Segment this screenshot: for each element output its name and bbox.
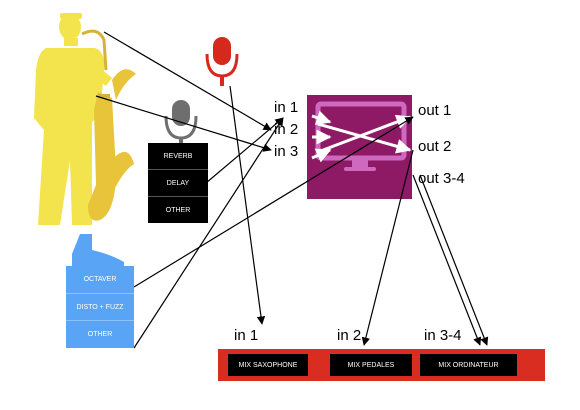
computer-input-1-label: in 1 <box>274 99 299 116</box>
wire-mic-to-mix-in1 <box>229 85 266 325</box>
effect-reverb-label: REVERB <box>148 143 208 170</box>
mixer-input-34-label: in 3-4 <box>424 327 462 344</box>
pedal-octaver-label: OCTAVER <box>66 266 134 294</box>
mixer-input-2-label: in 2 <box>337 327 362 344</box>
computer-input-3-label: in 3 <box>274 143 299 160</box>
mixer-board: MIX SAXOPHONE MIX PEDALES MIX ORDINATEUR <box>218 349 545 381</box>
signal-wires <box>95 31 489 349</box>
pedal-disto-fuzz-label: DISTO + FUZZ <box>66 294 134 322</box>
mix-saxophone-channel: MIX SAXOPHONE <box>228 354 308 376</box>
saxophone-icon <box>81 29 136 221</box>
mix-ordinateur-channel: MIX ORDINATEUR <box>420 354 517 376</box>
effect-other-label: OTHER <box>165 206 191 214</box>
computer-output-2-label: out 2 <box>418 138 452 155</box>
computer-input-2-label: in 2 <box>274 121 299 138</box>
computer-output-34-label: out 3-4 <box>418 170 465 187</box>
mix-pedales-channel: MIX PEDALES <box>330 354 412 376</box>
saxophonist-figure <box>34 13 112 225</box>
effect-delay-label: DELAY <box>148 170 208 197</box>
wire-pedals-to-out1 <box>133 116 414 288</box>
wire-pedals-to-in1 <box>133 117 284 349</box>
computer-output-1-label: out 1 <box>418 102 452 119</box>
computer-routing-arrows <box>311 110 412 163</box>
foot-icon <box>72 234 124 270</box>
wire-out34-to-mix-in34-a <box>412 174 482 346</box>
wire-fx-to-in1 <box>205 117 284 184</box>
wire-sax-to-in3 <box>95 95 272 152</box>
pedals-box: OCTAVER DISTO + FUZZ OTHER <box>66 266 134 348</box>
pedal-other-label: OTHER <box>87 331 113 339</box>
wire-sax-to-in2 <box>103 31 272 131</box>
effects-box: REVERB DELAY OTHER <box>148 143 208 223</box>
mixer-input-1-label: in 1 <box>234 327 259 344</box>
vocal-microphone-icon <box>205 37 239 86</box>
wire-out34-to-mix-in34-b <box>419 174 489 346</box>
wire-out2-to-mix-in2 <box>361 149 414 346</box>
